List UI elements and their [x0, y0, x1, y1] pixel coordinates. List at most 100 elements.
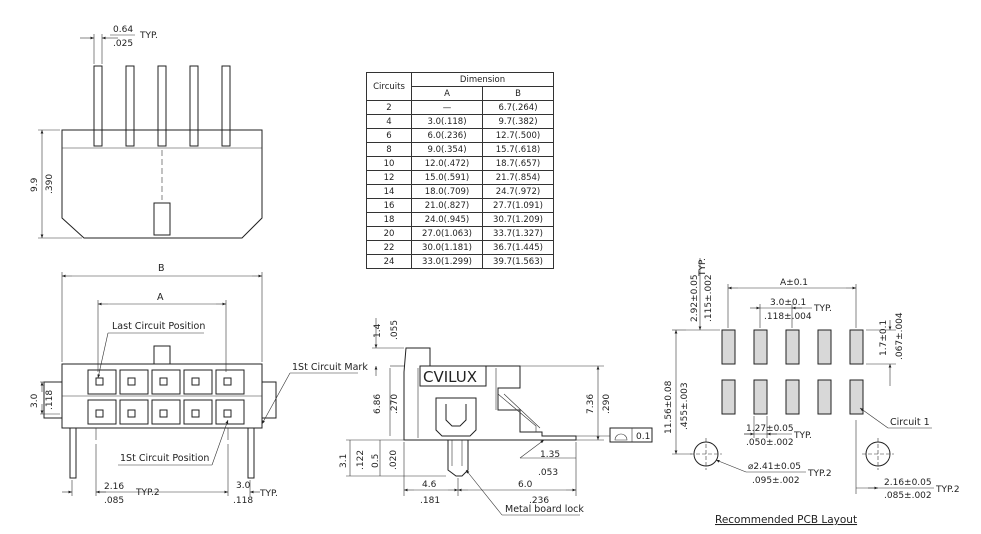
d4-mm: 3.1 — [339, 454, 349, 468]
table-cell-b: 15.7(.618) — [482, 142, 554, 157]
table-cell-circuits: 14 — [366, 184, 412, 199]
table-cell-a: 18.0(.709) — [411, 184, 483, 199]
metal-board-lock-label: Metal board lock — [505, 504, 584, 515]
pcb-pad-w-mm: 1.27±0.05 — [746, 424, 794, 434]
header-b: B — [482, 86, 554, 101]
row-pitch-mm: 3.0 — [30, 393, 40, 408]
pcb-pitch-in: .118±.004 — [764, 312, 812, 322]
height-mm: 9.9 — [30, 177, 40, 192]
pcb-pads — [721, 329, 864, 415]
flatness-value: 0.1 — [636, 432, 650, 442]
top-view-pins — [93, 65, 231, 147]
pin-width-mm: 0.64 — [113, 25, 133, 35]
pcb-a-tol: A±0.1 — [780, 278, 808, 288]
pcb-edge-typ: TYP.2 — [935, 485, 960, 495]
table-cell-circuits: 22 — [366, 240, 412, 255]
table-cell-circuits: 16 — [366, 198, 412, 213]
d6-in: .053 — [538, 468, 558, 478]
side-view: CVILUX 1.4 .055 6.86 .270 3.1 .122 0.5 .… — [339, 318, 653, 516]
pcb-holes — [690, 438, 894, 470]
pin-width-typ: TYP. — [139, 31, 158, 41]
d1-in: .055 — [390, 320, 400, 340]
pcb-edge-in: .085±.002 — [884, 491, 932, 501]
table-cell-a: 24.0(.945) — [411, 212, 483, 227]
table-cell-circuits: 6 — [366, 128, 412, 143]
pcb-pad-len-mm: 1.7±0.1 — [879, 320, 889, 356]
front-view: B A Last Circuit Position — [30, 263, 368, 506]
pitch-left-mm: 2.16 — [104, 482, 124, 492]
d8-in: .236 — [529, 496, 549, 506]
brand-logo: CVILUX — [423, 368, 477, 386]
pcb-height-in: .455±.003 — [680, 382, 690, 430]
table-cell-circuits: 2 — [366, 100, 412, 115]
pitch-right-typ: TYP. — [259, 489, 278, 499]
table-cell-a: 3.0(.118) — [411, 114, 483, 129]
table-cell-b: 9.7(.382) — [482, 114, 554, 129]
table-cell-a: — — [411, 100, 483, 115]
table-cell-a: 12.0(.472) — [411, 156, 483, 171]
first-circuit-position: 1St Circuit Position — [120, 453, 209, 464]
table-cell-b: 24.7(.972) — [482, 184, 554, 199]
pcb-height-mm: 11.56±0.08 — [664, 380, 674, 434]
table-cell-b: 21.7(.854) — [482, 170, 554, 185]
table-cell-circuits: 10 — [366, 156, 412, 171]
d8-mm: 6.0 — [518, 480, 533, 490]
first-circuit-mark: 1St Circuit Mark — [292, 362, 368, 373]
pcb-pad-len-in: .067±.004 — [895, 312, 905, 360]
pcb-top-mm: 2.92±0.05 — [690, 274, 700, 322]
d3-mm: 7.36 — [586, 394, 596, 414]
label-b: B — [158, 263, 165, 274]
d6-mm: 1.35 — [540, 450, 560, 460]
table-cell-circuits: 20 — [366, 226, 412, 241]
pitch-left-in: .085 — [104, 496, 124, 506]
table-cell-a: 6.0(.236) — [411, 128, 483, 143]
label-a: A — [157, 292, 164, 303]
pcb-pad-w-typ: TYP. — [793, 431, 812, 441]
pcb-layout-title: Recommended PCB Layout — [715, 514, 857, 526]
table-cell-b: 33.7(1.327) — [482, 226, 554, 241]
last-circuit-label: Last Circuit Position — [112, 321, 205, 332]
cavities — [87, 369, 245, 425]
header-circuits: Circuits — [366, 72, 412, 101]
d1-mm: 1.4 — [373, 323, 383, 338]
d2-mm: 6.86 — [373, 394, 383, 414]
pin-width-in: .025 — [113, 39, 133, 49]
d5-in: .020 — [389, 450, 399, 470]
pcb-edge-mm: 2.16±0.05 — [884, 478, 932, 488]
pcb-pad-w-in: .050±.002 — [746, 438, 794, 448]
table-cell-a: 21.0(.827) — [411, 198, 483, 213]
table-cell-circuits: 12 — [366, 170, 412, 185]
header-a: A — [411, 86, 483, 101]
d2-in: .270 — [390, 394, 400, 414]
table-cell-circuits: 8 — [366, 142, 412, 157]
table-cell-b: 18.7(.657) — [482, 156, 554, 171]
table-cell-circuits: 4 — [366, 114, 412, 129]
pcb-hole-mm: ⌀2.41±0.05 — [748, 462, 801, 472]
table-cell-a: 15.0(.591) — [411, 170, 483, 185]
table-row: 2—6.7(.264) — [366, 100, 554, 115]
pcb-top-typ: TYP. — [698, 258, 708, 277]
row-pitch-in: .118 — [45, 390, 55, 410]
table-cell-b: 12.7(.500) — [482, 128, 554, 143]
pcb-hole-in: .095±.002 — [752, 476, 800, 486]
pcb-top-in: .115±.002 — [704, 274, 714, 322]
table-cell-b: 30.7(1.209) — [482, 212, 554, 227]
pcb-pitch-mm: 3.0±0.1 — [770, 298, 806, 308]
table-cell-b: 36.7(1.445) — [482, 240, 554, 255]
pitch-left-typ: TYP.2 — [135, 488, 160, 498]
table-cell-a: 9.0(.354) — [411, 142, 483, 157]
pcb-layout: A±0.1 3.0±0.1 .118±.004 TYP. 2.92±0.05 .… — [664, 258, 960, 526]
table-cell-b: 27.7(1.091) — [482, 198, 554, 213]
pitch-right-mm: 3.0 — [236, 481, 251, 491]
